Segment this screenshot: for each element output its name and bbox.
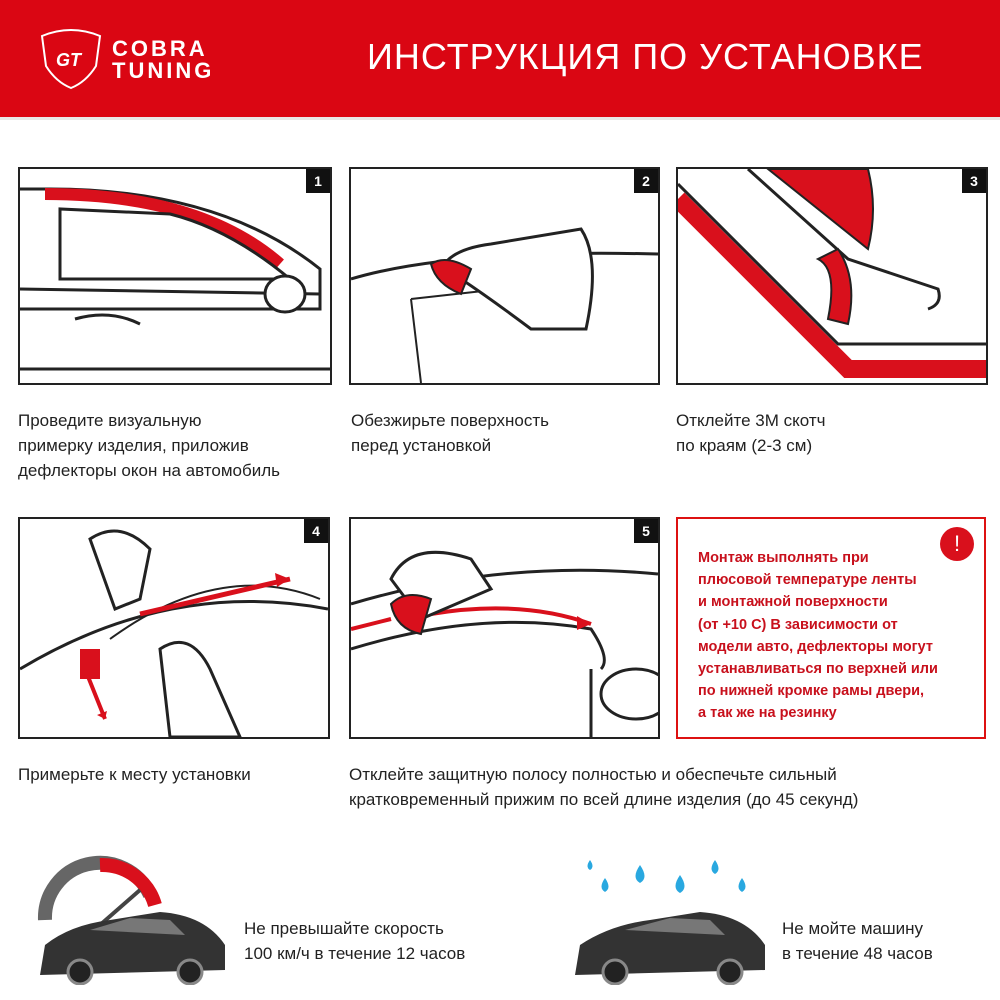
degrease-illustration [351,227,658,383]
svg-text:GT: GT [56,50,83,70]
step-number: 3 [962,169,986,193]
step-2-panel: 2 [349,167,660,385]
step-5-panel: 5 [349,517,660,739]
step-number: 4 [304,519,328,543]
step-number: 1 [306,169,330,193]
speedometer-car-icon [37,855,225,985]
step-4-caption: Примерьте к месту установки [18,765,251,784]
step-number: 5 [634,519,658,543]
step-3-panel: 3 [676,167,988,385]
exclamation-icon: ! [940,527,974,561]
water-drops-car-icon [575,860,765,985]
step-number: 2 [634,169,658,193]
car-window-illustration [20,187,330,371]
peel-tape-illustration [678,169,986,378]
cobra-tuning-logo-icon: GT [40,29,102,90]
step-5-caption: Отклейте защитную полосу полностью и обе… [349,765,859,809]
step-1-panel: 1 [18,167,332,385]
fit-deflector-illustration [20,529,328,737]
press-deflector-illustration [351,550,658,737]
page-title: ИНСТРУКЦИЯ ПО УСТАНОВКЕ [367,36,924,77]
step-4-panel: 4 [18,517,330,739]
